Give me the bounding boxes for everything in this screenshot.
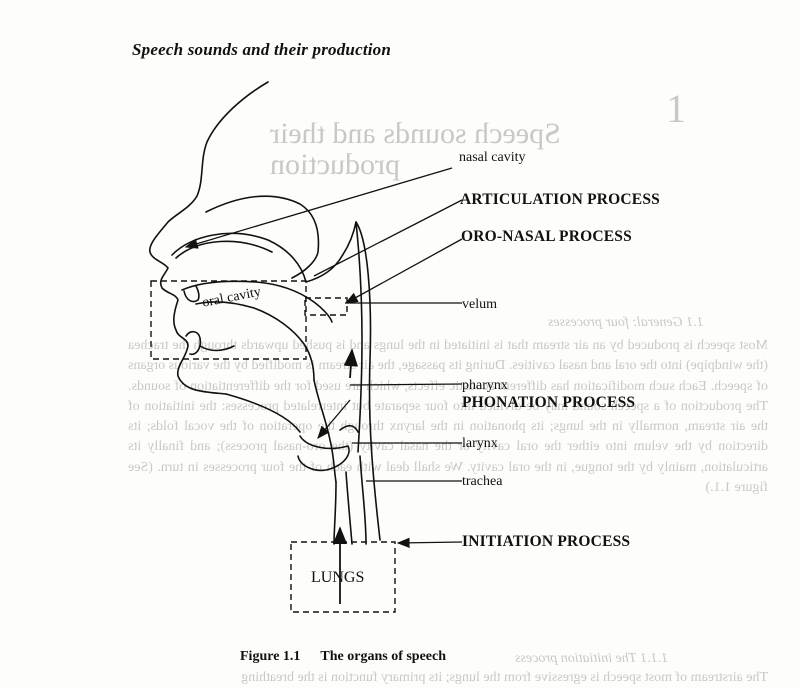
pharynx-label: pharynx — [462, 378, 508, 394]
phonation-process-label: PHONATION PROCESS — [462, 395, 635, 411]
figure-caption: Figure 1.1 The organs of speech — [240, 649, 446, 665]
pointer-articulation — [314, 200, 462, 276]
initiation-process-label: INITIATION PROCESS — [462, 534, 630, 550]
figure-number: Figure 1.1 — [240, 649, 300, 664]
pharynx-front — [314, 380, 336, 482]
face-profile — [150, 82, 268, 394]
larynx-outline — [298, 436, 349, 470]
oro-nasal-process-label: ORO-NASAL PROCESS — [461, 229, 632, 245]
articulation-process-label: ARTICULATION PROCESS — [460, 192, 660, 208]
lungs-label: LUNGS — [311, 569, 364, 587]
nasal-roof — [206, 196, 318, 278]
trachea-left — [334, 482, 336, 544]
larynx-label: larynx — [462, 436, 498, 452]
palate-line — [172, 233, 306, 282]
nasal-cavity-label: nasal cavity — [459, 150, 525, 166]
trachea-inner — [346, 472, 352, 544]
pointer-pharynx — [350, 384, 462, 385]
epiglottis — [340, 426, 358, 432]
pointer-phonation — [318, 400, 350, 438]
nasal-inner — [176, 241, 272, 258]
pointer-nasal-cavity — [186, 168, 452, 247]
figure-title: The organs of speech — [320, 649, 446, 664]
jaw-line — [200, 346, 234, 351]
trachea-label: trachea — [462, 474, 502, 490]
airflow-arrow-2 — [350, 350, 352, 378]
velum-label: velum — [462, 297, 497, 313]
pointer-oro-nasal — [346, 239, 462, 303]
tongue — [196, 302, 314, 380]
trachea-right — [360, 456, 366, 544]
neck-front — [226, 394, 300, 432]
pointer-initiation — [398, 542, 462, 543]
pharynx-back — [306, 222, 362, 452]
